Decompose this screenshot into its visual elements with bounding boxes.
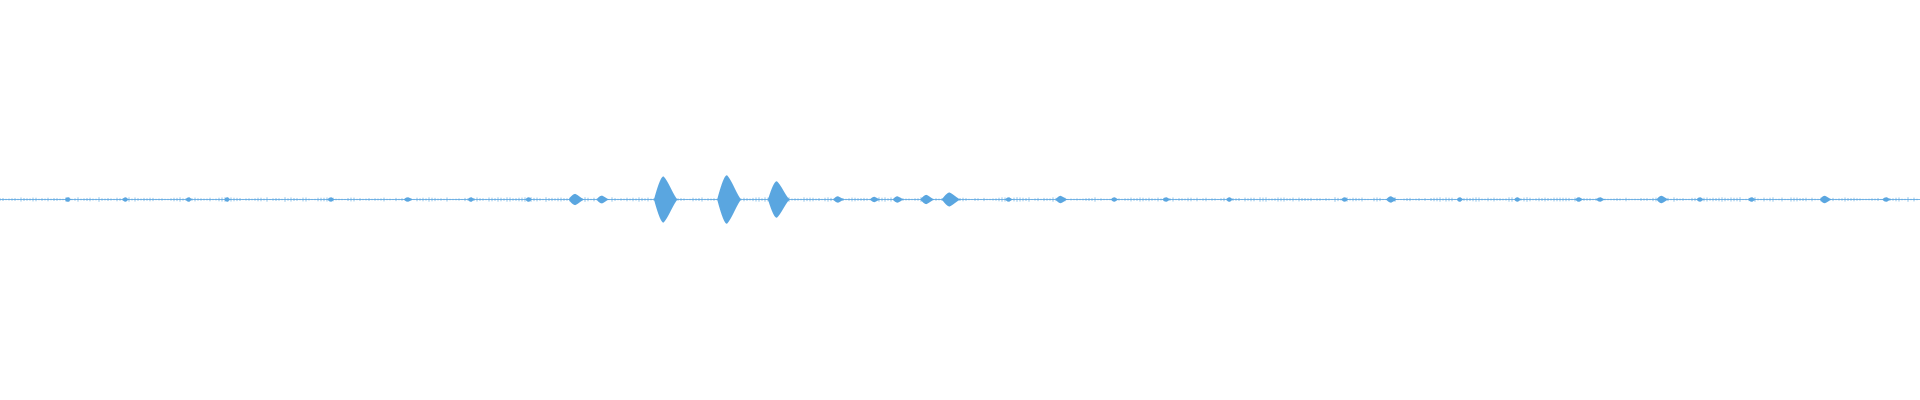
waveform-peak	[1882, 197, 1892, 202]
waveform-peak	[1819, 195, 1833, 204]
waveform-peak	[1656, 195, 1669, 204]
waveform-peak	[920, 194, 935, 205]
waveform-peak	[653, 176, 678, 223]
waveform-peak	[1162, 197, 1172, 202]
waveform-peak	[1514, 197, 1523, 202]
waveform-peak	[1696, 197, 1705, 202]
waveform-peak	[1456, 197, 1465, 202]
waveform-peak	[833, 196, 845, 203]
waveform-peak	[1341, 197, 1350, 202]
waveform-peak	[64, 197, 73, 202]
waveform-peak	[185, 197, 193, 202]
waveform-peak	[1055, 195, 1068, 204]
waveform-peak	[892, 196, 905, 203]
waveform-peak	[122, 197, 130, 202]
waveform-peak	[1748, 197, 1757, 202]
waveform-peak	[568, 193, 585, 206]
waveform-peak	[869, 196, 881, 203]
waveform-peak	[1385, 196, 1398, 203]
waveform-peak	[941, 192, 961, 207]
waveform-peak	[327, 197, 336, 202]
waveform-peak	[717, 175, 742, 224]
waveform-peak	[1226, 197, 1234, 202]
waveform-peak	[403, 197, 413, 202]
waveform-peak	[1110, 197, 1120, 202]
waveform-peak	[767, 181, 790, 218]
waveform-peak	[525, 197, 533, 202]
waveform-peak	[1575, 197, 1585, 202]
waveform-peak	[1005, 197, 1014, 202]
waveform-peak	[224, 197, 232, 202]
waveform-peak	[467, 197, 476, 202]
waveform-peak	[596, 195, 610, 204]
waveform-peak	[1595, 197, 1605, 202]
